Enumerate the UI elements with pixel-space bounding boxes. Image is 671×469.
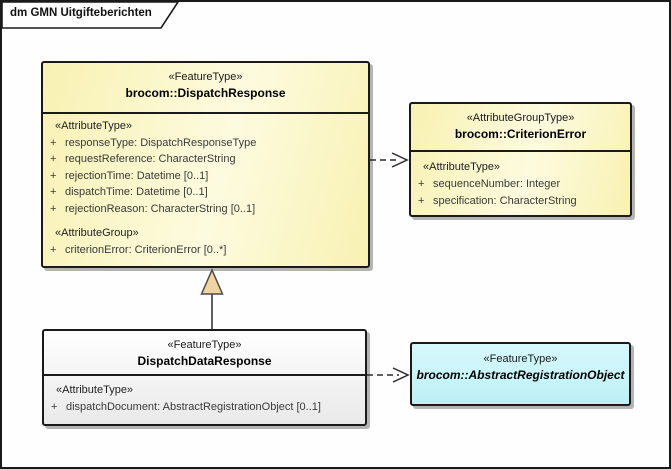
generalization-triangle-icon [200,268,224,295]
attribute-compartment: «AttributeType» + dispatchDocument: Abst… [44,376,365,416]
attribute-text: responseType: DispatchResponseType [65,136,257,149]
attribute-text: dispatchTime: Datetime [0..1] [65,186,208,198]
diagram-title: dm GMN Uitgifteberichten [10,7,152,19]
attribute-row: + requestReference: CharacterString [43,151,368,168]
class-name: brocom::DispatchResponse [125,86,286,100]
visibility-sign: + [50,202,57,215]
generalization-arrow-dispatch-data-response-to-dispatch-response[interactable] [200,268,224,329]
visibility-sign: + [50,153,57,165]
class-header: «FeatureType» brocom::AbstractRegistrati… [412,344,629,385]
visibility-sign: + [418,178,425,190]
class-name: brocom::AbstractRegistrationObject [416,368,625,382]
attribute-text: requestReference: CharacterString [65,153,236,165]
attribute-type-stereotype: «AttributeType» [56,384,134,396]
visibility-sign: + [50,169,57,182]
class-header: «FeatureType» brocom::DispatchResponse [43,63,368,114]
stereotype-label: «FeatureType» [483,353,558,365]
attribute-row: + responseType: DispatchResponseType [43,135,368,152]
attribute-row: + rejectionReason: CharacterString [0..1… [43,201,368,218]
attribute-text: rejectionReason: CharacterString [0..1] [65,202,256,215]
attribute-compartment: «AttributeType» + responseType: Dispatch… [43,114,368,258]
attribute-text: specification: CharacterString [433,195,577,207]
class-box-dispatch-response[interactable]: «FeatureType» brocom::DispatchResponse «… [41,61,370,268]
stereotype-label: «AttributeGroupType» [466,112,575,124]
class-name: brocom::CriterionError [454,127,587,141]
class-header: «FeatureType» DispatchDataResponse [44,331,365,376]
open-arrowhead-icon [391,152,409,168]
attribute-text: sequenceNumber: Integer [433,178,561,190]
attribute-group-stereotype: «AttributeGroup» [55,227,139,239]
dependency-arrow-dispatch-response-to-criterion-error[interactable] [370,152,409,168]
attribute-row: + rejectionTime: Datetime [0..1] [43,168,368,185]
attribute-text: rejectionTime: Datetime [0..1] [65,169,209,182]
open-arrowhead-icon [392,367,410,383]
frame-tab-outline [2,2,179,29]
attribute-row: + dispatchTime: Datetime [0..1] [43,184,368,201]
class-header: «AttributeGroupType» brocom::CriterionEr… [411,104,630,152]
visibility-sign: + [51,401,58,413]
stereotype-label: «FeatureType» [168,71,243,83]
attribute-text: dispatchDocument: AbstractRegistrationOb… [66,401,321,413]
attribute-row: + specification: CharacterString [411,193,630,210]
visibility-sign: + [418,195,425,207]
visibility-sign: + [50,136,57,149]
attribute-row: + dispatchDocument: AbstractRegistration… [44,399,365,416]
visibility-sign: + [50,243,57,256]
attribute-compartment: «AttributeType» + sequenceNumber: Intege… [411,152,630,210]
attribute-row: + sequenceNumber: Integer [411,176,630,193]
class-box-criterion-error[interactable]: «AttributeGroupType» brocom::CriterionEr… [409,102,632,217]
stereotype-label: «FeatureType» [167,339,242,351]
visibility-sign: + [50,186,57,198]
attribute-row: + criterionError: CriterionError [0..*] [43,242,368,259]
class-box-abstract-registration-object[interactable]: «FeatureType» brocom::AbstractRegistrati… [410,342,631,406]
attribute-type-stereotype: «AttributeType» [55,120,133,132]
attribute-type-stereotype: «AttributeType» [423,161,501,173]
class-name: DispatchDataResponse [137,354,272,368]
attribute-text: criterionError: CriterionError [0..*] [65,243,227,256]
frame-title-tab [2,2,179,29]
dependency-arrow-dispatch-data-response-to-abstract-registration-object[interactable] [367,367,410,383]
class-box-dispatch-data-response[interactable]: «FeatureType» DispatchDataResponse «Attr… [42,329,367,426]
